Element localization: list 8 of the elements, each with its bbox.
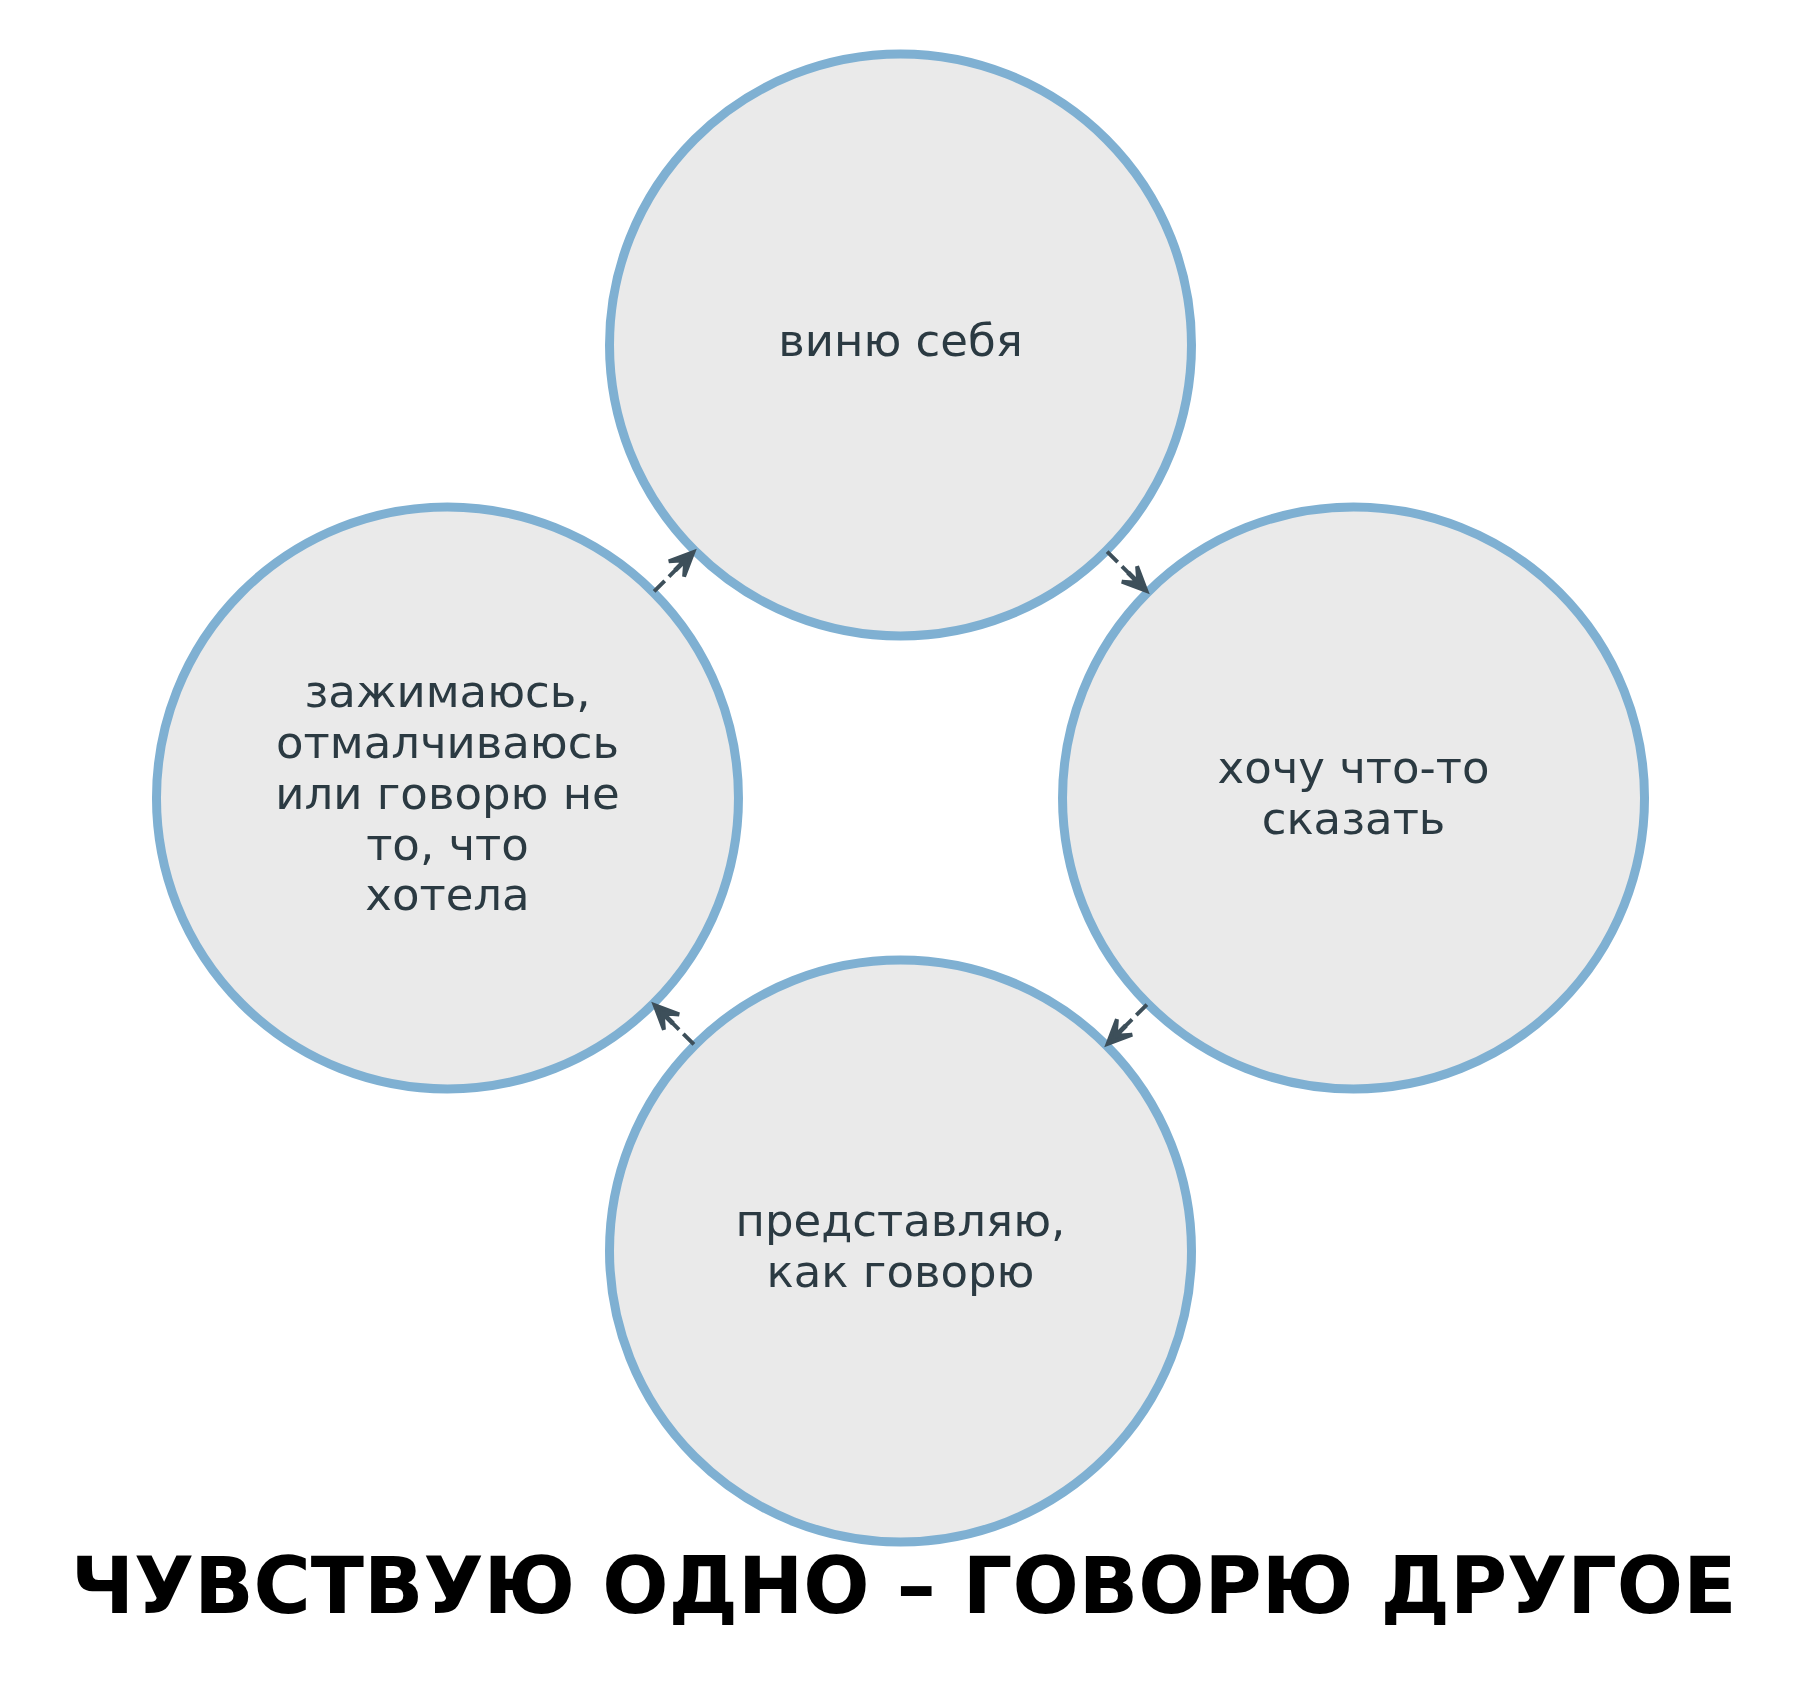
arrow (652, 550, 695, 593)
arrow (652, 1003, 695, 1046)
node-circle: зажимаюсь, отмалчиваюсь или говорю не то, что хотела (151, 502, 743, 1094)
arrow (1105, 550, 1148, 593)
node-circle: хочу что-то сказать (1057, 502, 1649, 1094)
node-circle: представляю, как говорю (604, 955, 1196, 1547)
node-circle: виню себя (604, 49, 1196, 641)
arrow (1105, 1003, 1148, 1046)
